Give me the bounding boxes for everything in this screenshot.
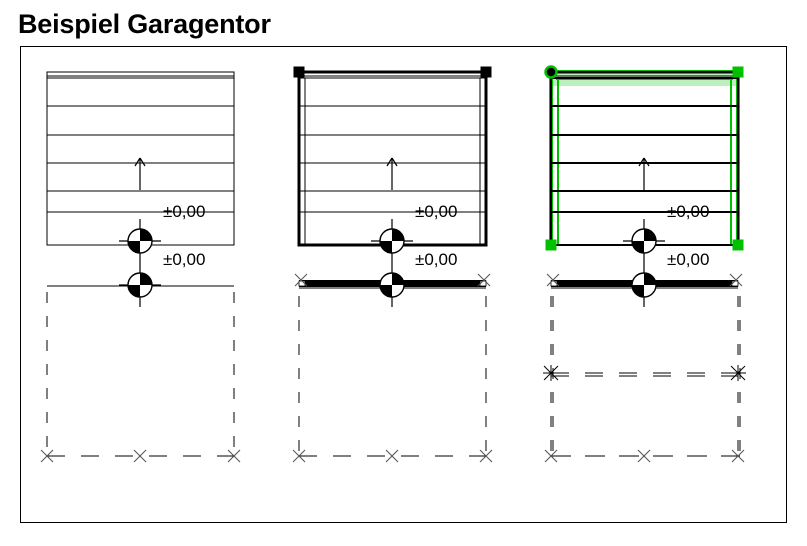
garage-door-view-outlined-elevation-label-lower: ±0,00 [415,250,458,269]
drawing-frame [20,46,787,523]
garage-door-view-selected-elevation-label-lower: ±0,00 [667,250,710,269]
garage-door-view-outlined-elevation-label-upper: ±0,00 [415,202,458,221]
page-title: Beispiel Garagentor [18,9,271,39]
garage-door-view-selected-elevation-label-upper: ±0,00 [667,202,710,221]
garage-door-view-unselected-elevation-label-upper: ±0,00 [163,202,206,221]
garage-door-view-unselected-elevation-label-lower: ±0,00 [163,250,206,269]
